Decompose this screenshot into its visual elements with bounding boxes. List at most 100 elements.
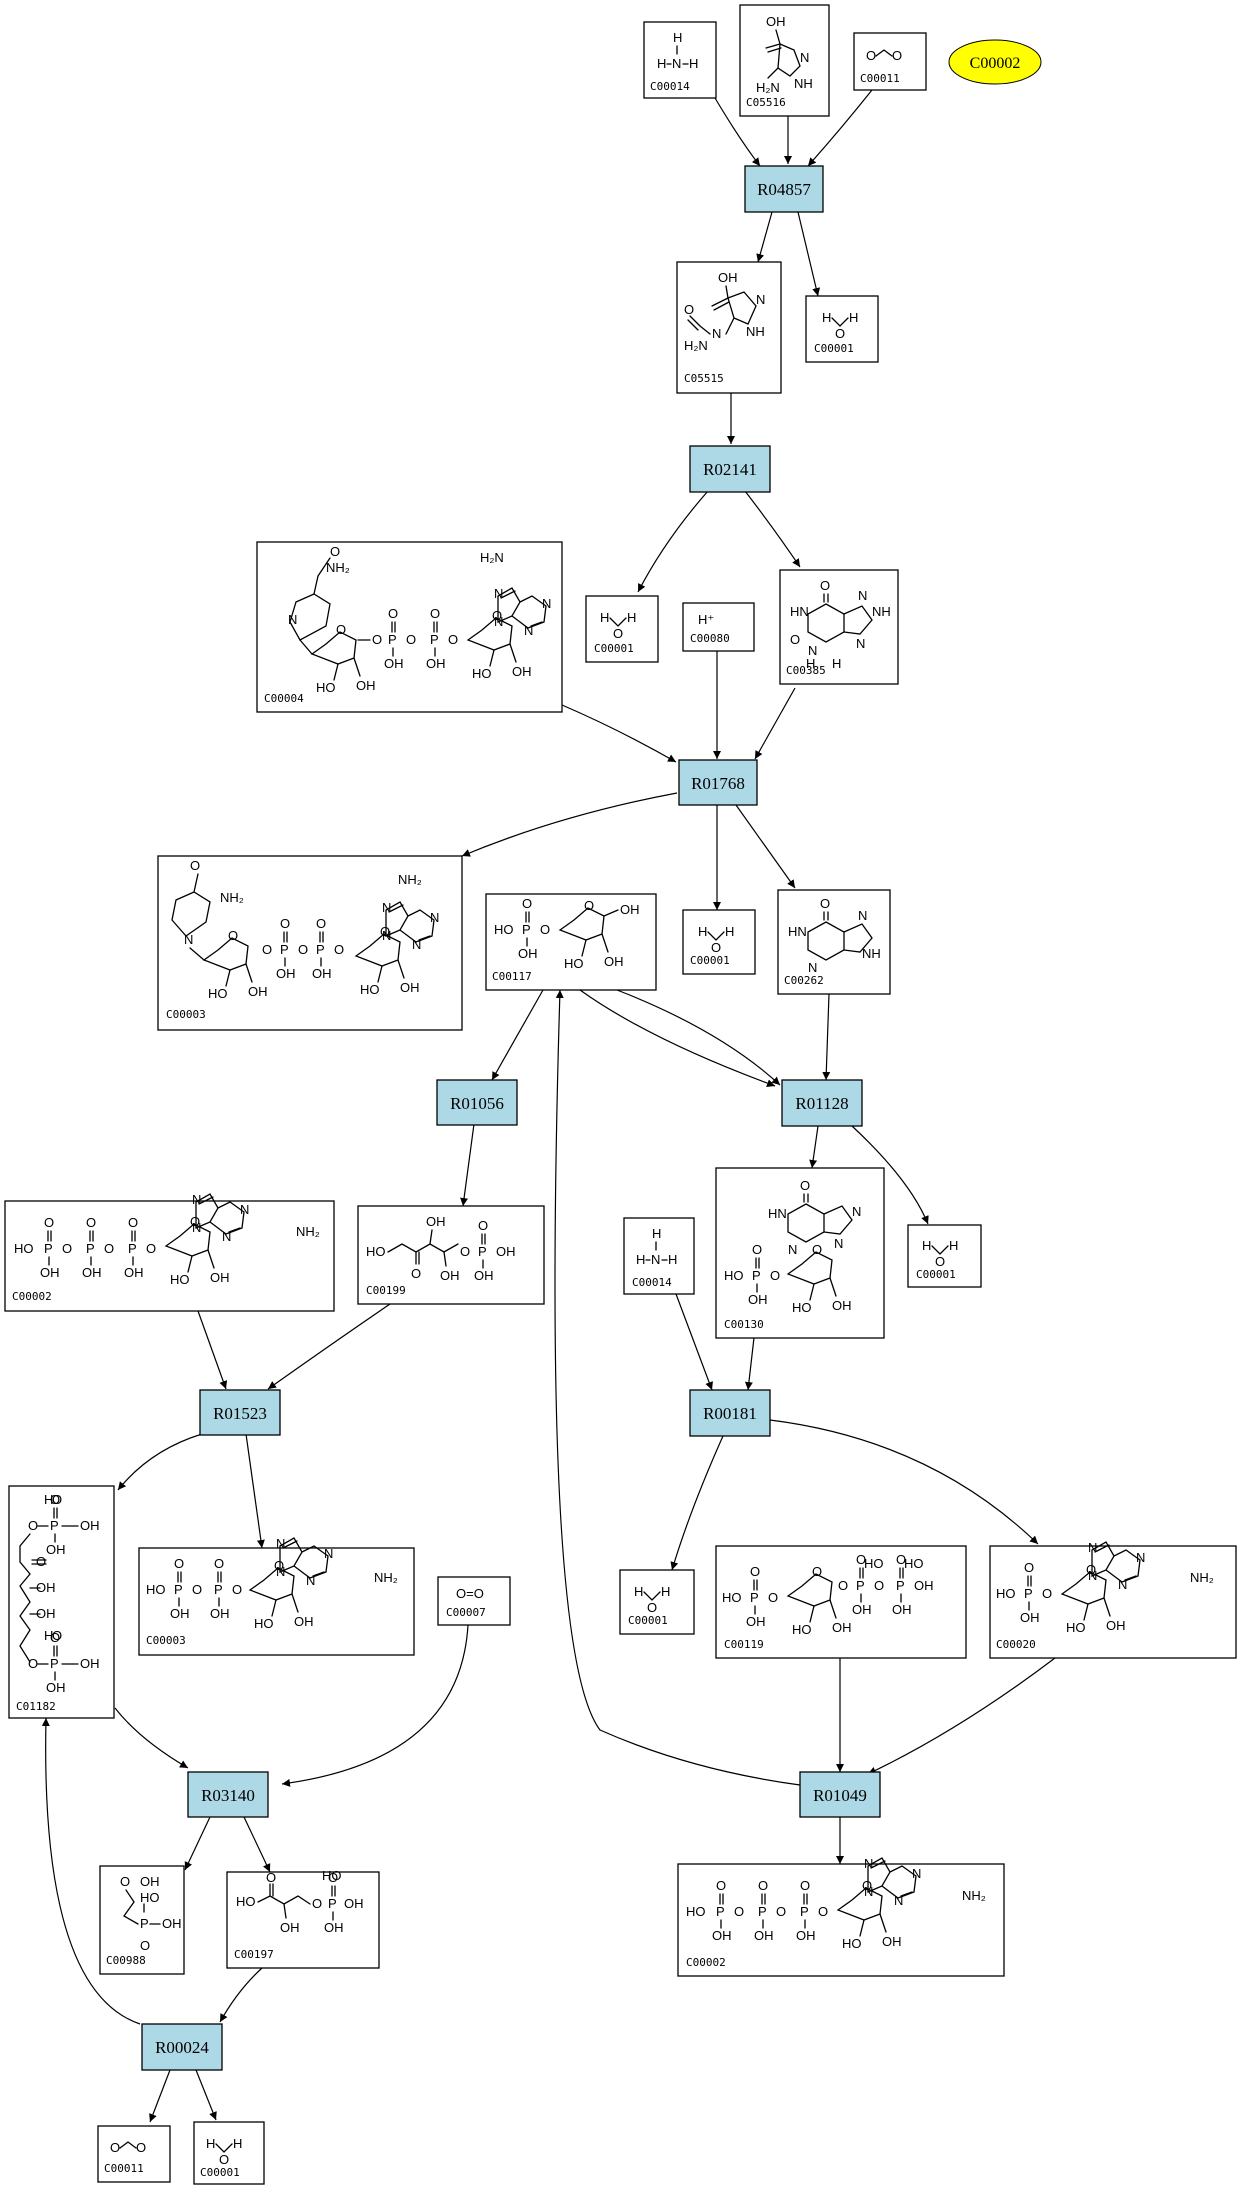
compound-node[interactable]: HO O O O NH₂ C00002: [4, 1191, 335, 1312]
compound-id: C00020: [996, 1638, 1036, 1651]
reaction-label: R02141: [703, 460, 757, 479]
compound-id: C00001: [594, 642, 634, 655]
compound-node[interactable]: N NH₂ O O O O NH₂ C00003: [157, 855, 463, 1031]
svg-text:N: N: [858, 588, 867, 603]
compound-id: C00262: [784, 974, 824, 987]
reaction-node[interactable]: R01128: [781, 1079, 863, 1127]
compound-node[interactable]: O HN N O H N NH N H C00385: [779, 569, 899, 685]
compound-node[interactable]: C00011: [853, 32, 927, 91]
compound-id: C00014: [632, 1276, 672, 1289]
compound-node[interactable]: C00001: [619, 1569, 695, 1635]
compound-node[interactable]: H O O OH O OH OH H O O OH C01182: [8, 1485, 115, 1719]
reaction-node[interactable]: R01768: [678, 759, 758, 806]
reaction-node[interactable]: R00024: [141, 2023, 223, 2071]
compound-node[interactable]: HO O OH O OH HO C00197: [226, 1868, 380, 1969]
reaction-node[interactable]: R01049: [799, 1771, 881, 1818]
svg-text:OH: OH: [766, 14, 786, 29]
compound-node[interactable]: C00001: [805, 295, 879, 363]
compound-node[interactable]: HO O O O OH HO HO C00119: [715, 1545, 967, 1659]
compound-id: C00385: [786, 664, 826, 677]
svg-text:HO: HO: [14, 1241, 34, 1256]
compound-box: [357, 1205, 545, 1305]
compound-node[interactable]: C00001: [907, 1224, 982, 1288]
svg-text:O: O: [120, 1874, 130, 1889]
svg-text:O: O: [540, 922, 550, 937]
compound-id: C00001: [690, 954, 730, 967]
edge: [245, 1433, 265, 1549]
compound-node[interactable]: HO O O NH₂ C00003: [138, 1535, 415, 1656]
phosphonoacetate-structure: O OH P OH HO O: [120, 1874, 182, 1953]
reaction-box: [744, 165, 824, 213]
compound-node[interactable]: HO O NH₂ C00020: [989, 1539, 1237, 1659]
svg-text:NH₂: NH₂: [398, 872, 422, 887]
reaction-node[interactable]: R00181: [689, 1389, 771, 1437]
atp-structure: HO O O O NH₂: [686, 1855, 986, 1952]
edge: [281, 1624, 469, 1787]
svg-text:NH: NH: [746, 324, 765, 339]
edge: [149, 2069, 171, 2123]
svg-text:N: N: [184, 932, 193, 947]
svg-text:NH: NH: [872, 604, 891, 619]
compound-node[interactable]: OH N H₂N NH C05516: [739, 4, 830, 117]
svg-text:HO: HO: [722, 1590, 742, 1605]
svg-text:O: O: [768, 1590, 778, 1605]
compound-node[interactable]: C00001: [585, 595, 659, 663]
compound-node[interactable]: N NH₂ O O O O H₂N C00004: [256, 541, 563, 713]
reaction-node[interactable]: R01056: [436, 1079, 518, 1126]
svg-text:N: N: [712, 326, 721, 341]
svg-text:HO: HO: [366, 1244, 386, 1259]
reaction-node[interactable]: R03140: [187, 1771, 269, 1818]
nad-structure: HO O O NH₂: [146, 1535, 398, 1632]
edge: [461, 792, 678, 857]
compound-node[interactable]: O HN N N NH C00262: [777, 889, 891, 995]
svg-text:O: O: [460, 1244, 470, 1259]
svg-text:O: O: [776, 1904, 786, 1919]
compound-node[interactable]: H⁺ C00080: [682, 602, 755, 652]
compound-node[interactable]: C00001: [682, 909, 756, 975]
reaction-node[interactable]: R01523: [199, 1389, 281, 1436]
compound-node[interactable]: C00001: [193, 2121, 265, 2185]
svg-text:N: N: [756, 292, 765, 307]
compound-box: [739, 4, 830, 117]
compound-node[interactable]: O=O C00007: [437, 1576, 511, 1626]
proton-structure: H⁺: [698, 612, 714, 627]
oxygen-structure: O=O: [456, 1586, 484, 1601]
edge: [197, 1310, 228, 1390]
atp-structure: HO O O O NH₂: [14, 1191, 320, 1288]
compound-node[interactable]: HO O O O NH₂ C00002: [677, 1855, 1005, 1977]
compound-id: C00001: [628, 1614, 668, 1627]
reaction-node[interactable]: R04857: [744, 165, 824, 213]
svg-text:O: O: [874, 1578, 884, 1593]
compound-node[interactable]: O OH P OH HO O C00988: [99, 1865, 185, 1975]
svg-text:N: N: [808, 643, 817, 658]
compound-box: [99, 1865, 185, 1975]
reaction-label: R01128: [795, 1094, 848, 1113]
highlight-node[interactable]: C00002: [948, 39, 1042, 85]
compound-node[interactable]: C00011: [97, 2125, 171, 2183]
edge: [267, 1303, 391, 1390]
edge: [807, 89, 873, 167]
compound-id: C00117: [492, 970, 532, 983]
reaction-node[interactable]: R02141: [689, 445, 771, 493]
compound-node[interactable]: HO O OH C00117: [485, 893, 657, 991]
compound-node[interactable]: OH N NH N O H₂N C05515: [676, 261, 782, 394]
compound-node[interactable]: HO O OH OH O OH C00199: [357, 1205, 545, 1305]
edge: [460, 1123, 475, 1207]
compound-id: C00988: [106, 1954, 146, 1967]
ribulose-bisphosphate-structure: H O O OH O OH OH H O O OH: [19, 1491, 100, 1696]
svg-text:N: N: [288, 612, 297, 627]
edge: [797, 211, 821, 297]
compound-node[interactable]: O HN N N N HO O C00130: [715, 1167, 885, 1339]
reaction-label: R03140: [201, 1786, 255, 1805]
compound-node[interactable]: H H N H C00014: [623, 1217, 695, 1295]
compound-node[interactable]: H H N H C00014: [643, 21, 717, 99]
compound-box: [256, 541, 563, 713]
svg-text:N: N: [808, 960, 817, 975]
compound-box: [682, 602, 755, 652]
compound-id: C00197: [234, 1948, 274, 1961]
compound-id: C00001: [200, 2166, 240, 2179]
svg-text:N: N: [651, 1252, 660, 1267]
compound-box: [437, 1576, 511, 1626]
svg-text:O: O: [36, 1554, 46, 1569]
